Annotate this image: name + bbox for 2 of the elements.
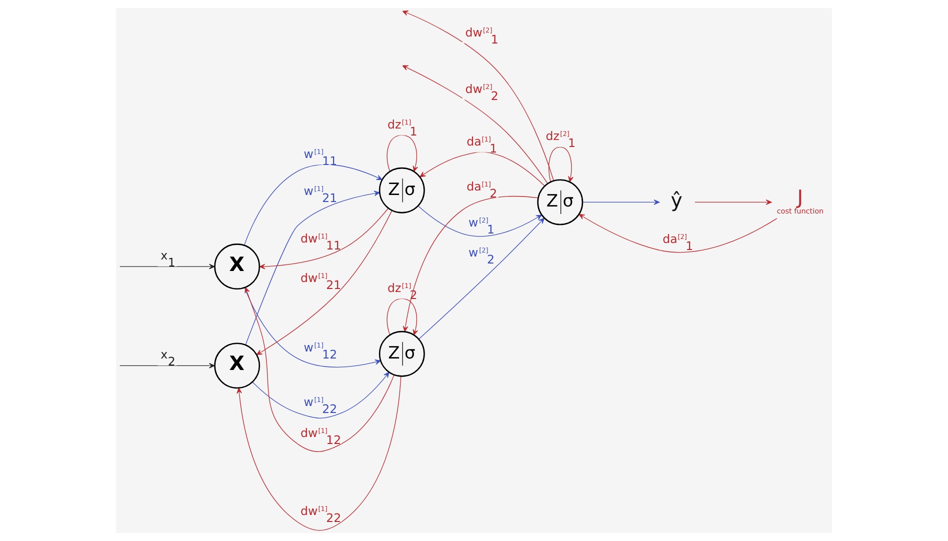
node-text: ŷ xyxy=(670,189,682,212)
node-text: J xyxy=(797,186,804,209)
